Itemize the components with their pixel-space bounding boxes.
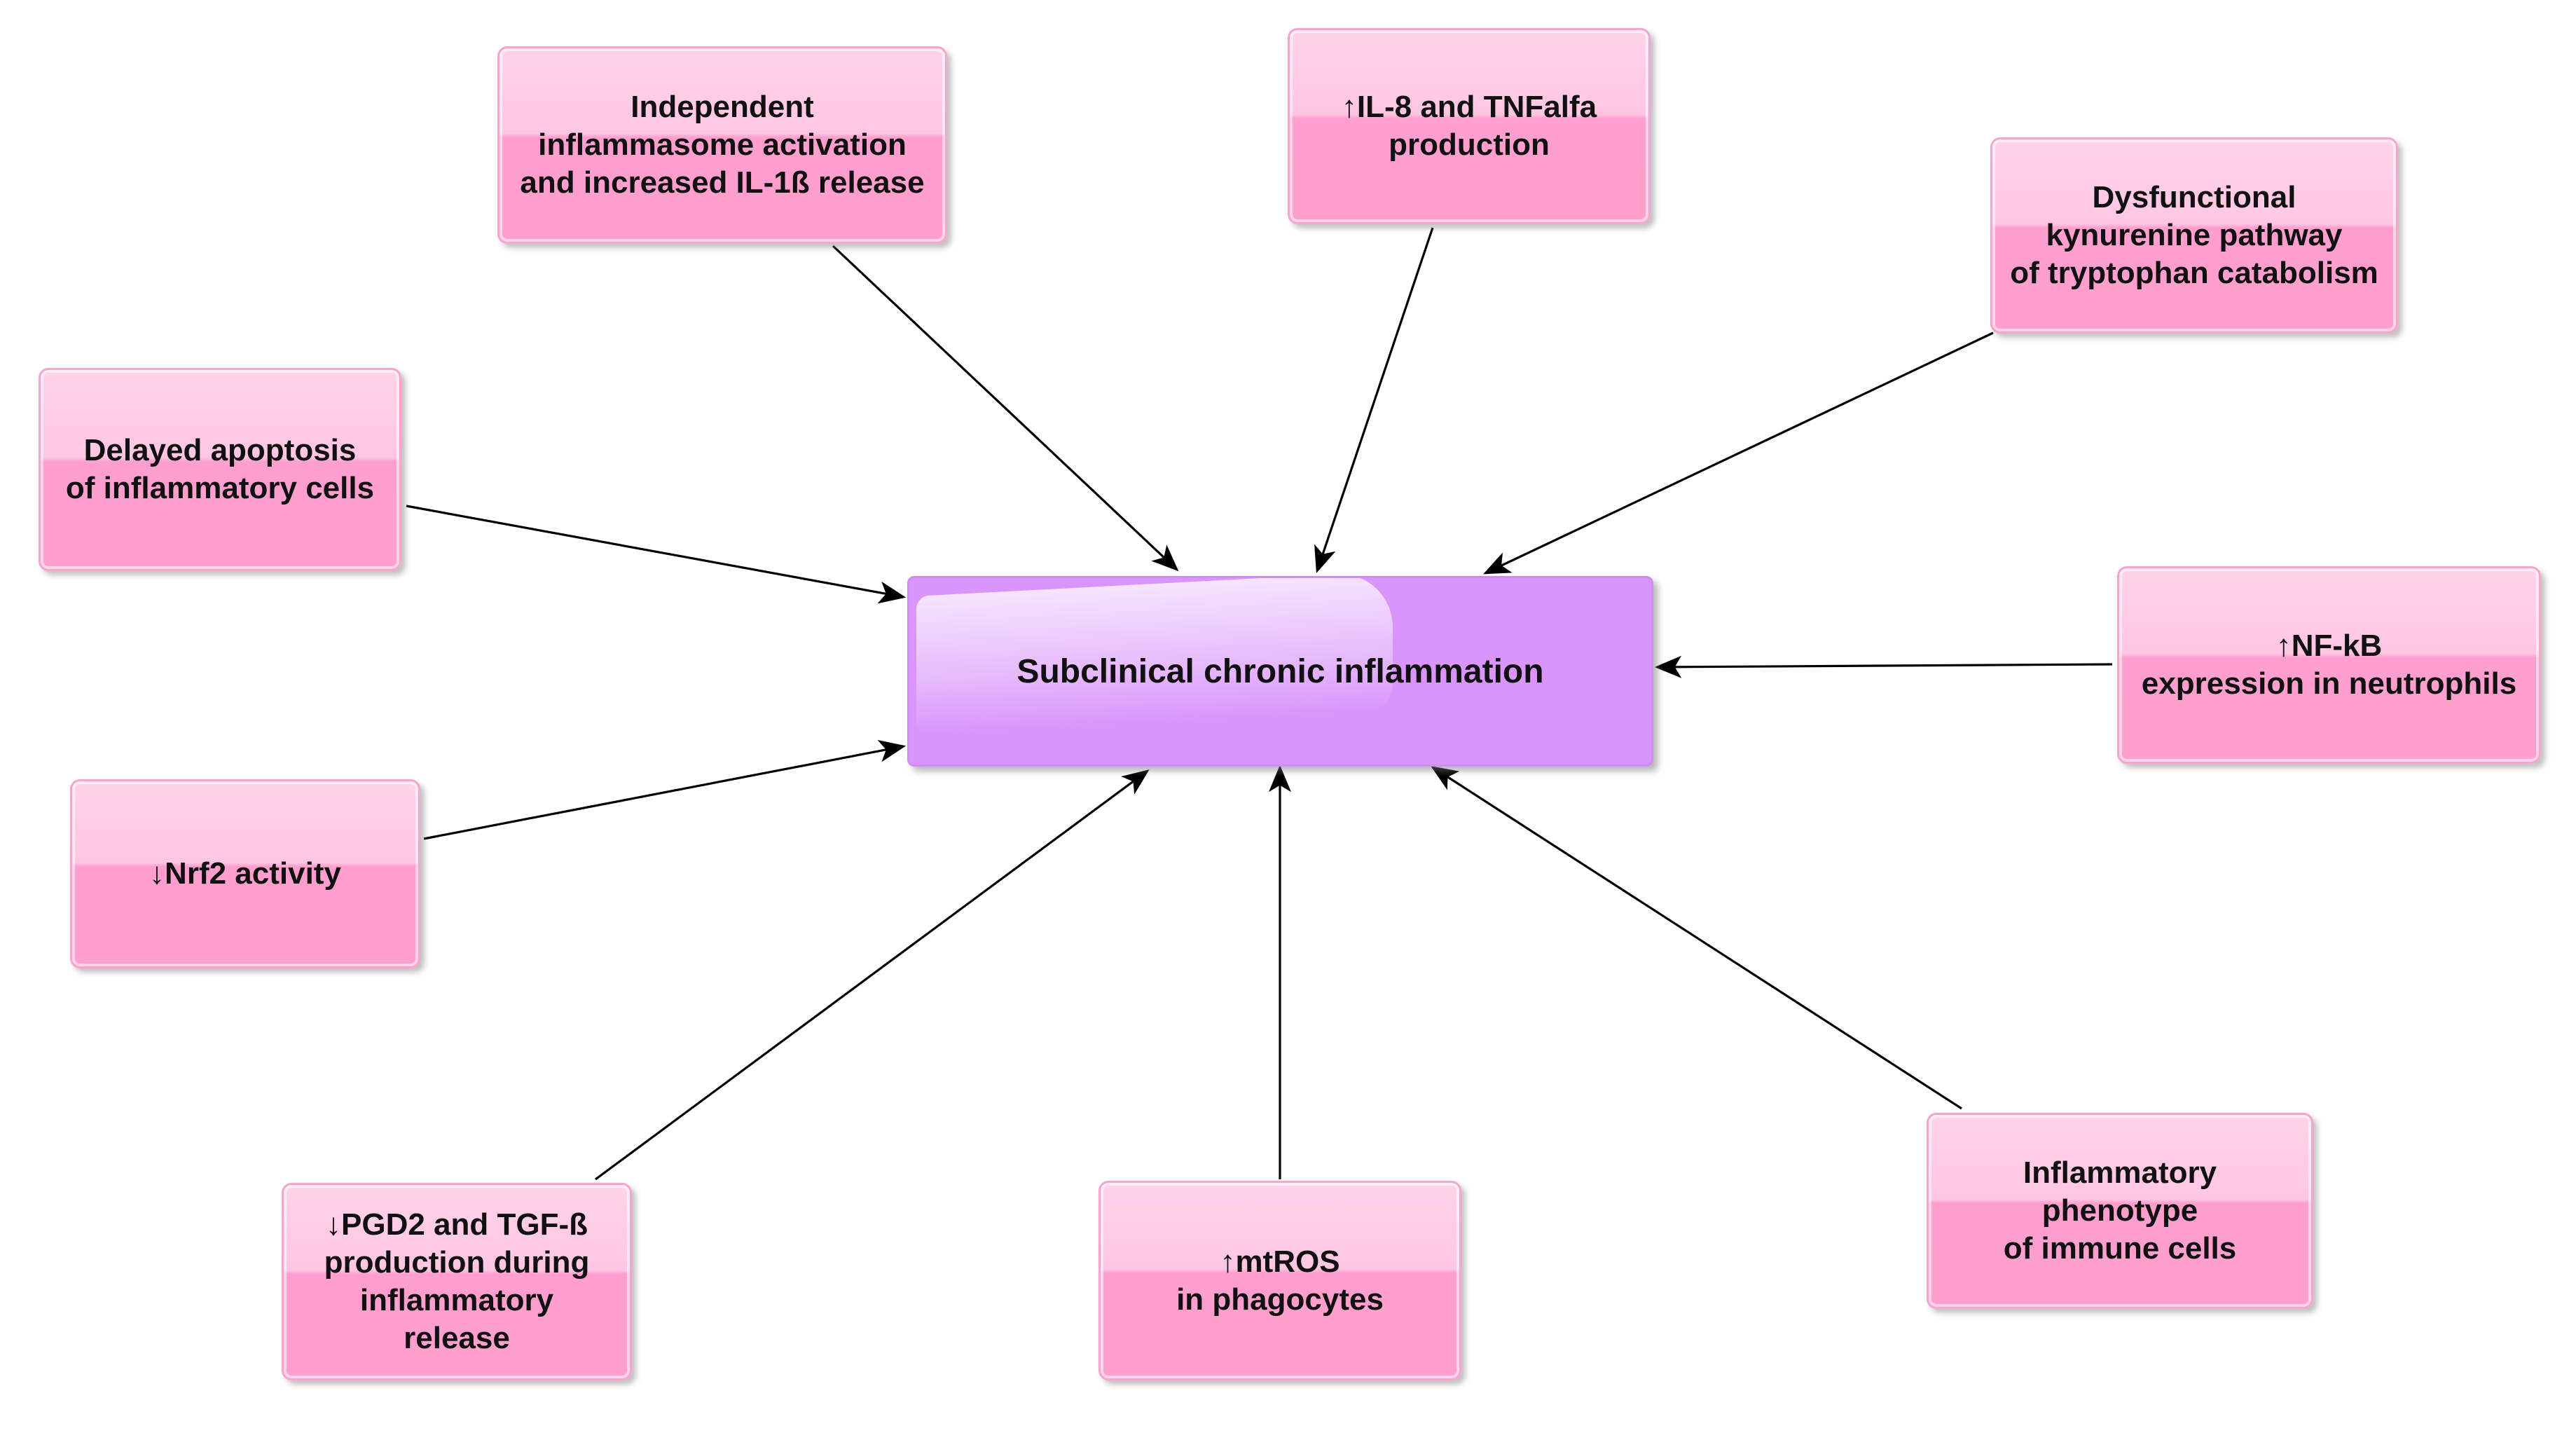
node-mtros-label: ↑mtROS in phagocytes bbox=[1176, 1244, 1384, 1317]
node-apoptosis: Delayed apoptosis of inflammatory cells bbox=[39, 368, 401, 571]
node-pgd2: ↓PGD2 and TGF-ß production during inflam… bbox=[282, 1183, 632, 1380]
node-nfkb: ↑NF-kB expression in neutrophils bbox=[2117, 566, 2541, 764]
node-kynurenine-label: Dysfunctional kynurenine pathway of tryp… bbox=[2010, 180, 2378, 290]
node-apoptosis-label: Delayed apoptosis of inflammatory cells bbox=[65, 433, 375, 505]
node-il8-tnf-label: ↑IL-8 and TNFalfa production bbox=[1341, 90, 1597, 162]
arrow-kynurenine bbox=[1483, 331, 1994, 575]
arrow-pgd2 bbox=[595, 769, 1150, 1181]
node-nrf2: ↓Nrf2 activity bbox=[70, 779, 420, 968]
node-inflammasome: Independent inflammasome activation and … bbox=[497, 46, 947, 244]
arrow-nrf2 bbox=[423, 739, 907, 840]
node-il8-tnf: ↑IL-8 and TNFalfa production bbox=[1288, 28, 1651, 224]
center-node-subclinical-chronic-inflammation: Subclinical chronic inflammation bbox=[907, 576, 1653, 767]
arrow-phenotype bbox=[1431, 766, 1962, 1110]
arrow-inflammasome bbox=[832, 245, 1179, 572]
node-mtros: ↑mtROS in phagocytes bbox=[1098, 1181, 1461, 1380]
node-inflammasome-label: Independent inflammasome activation and … bbox=[520, 90, 925, 200]
node-nrf2-label: ↓Nrf2 activity bbox=[149, 856, 341, 891]
node-pgd2-label: ↓PGD2 and TGF-ß production during inflam… bbox=[324, 1207, 590, 1355]
center-node-label: Subclinical chronic inflammation bbox=[1017, 652, 1544, 690]
node-kynurenine: Dysfunctional kynurenine pathway of tryp… bbox=[1990, 137, 2398, 334]
arrow-il8-tnf bbox=[1314, 227, 1434, 574]
node-phenotype-label: Inflammatory phenotype of immune cells bbox=[2003, 1156, 2237, 1266]
arrow-apoptosis bbox=[406, 505, 907, 604]
node-nfkb-label: ↑NF-kB expression in neutrophils bbox=[2141, 629, 2517, 701]
arrow-nfkb bbox=[1654, 655, 2113, 678]
node-phenotype: Inflammatory phenotype of immune cells bbox=[1927, 1113, 2313, 1309]
